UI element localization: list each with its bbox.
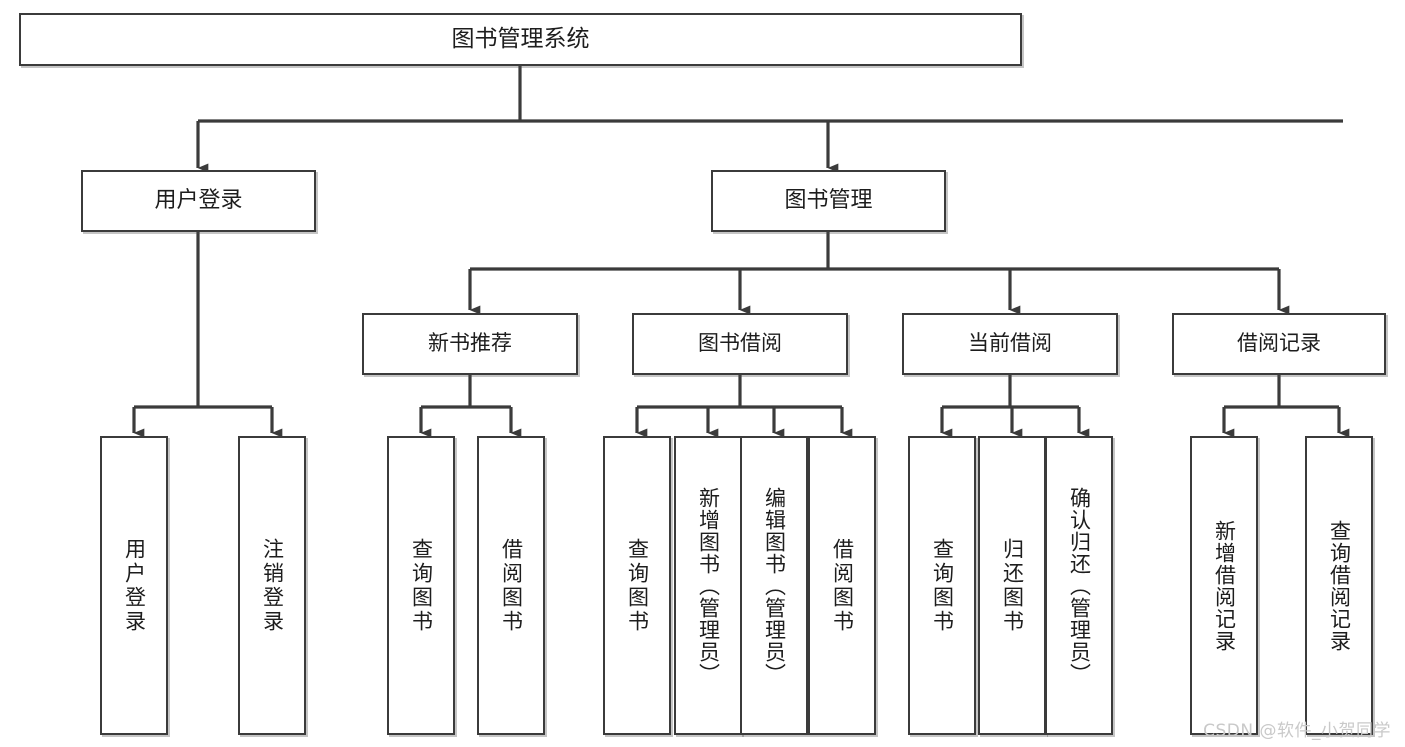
node-label: 查询图书 [930, 537, 955, 634]
leaf-node-edit-book-admin[interactable]: 编辑图书（管理员） [740, 436, 808, 735]
node-label: 当前借阅 [968, 331, 1052, 356]
leaf-node-query-books-borrow[interactable]: 查询图书 [603, 436, 671, 735]
leaf-node-add-book-admin[interactable]: 新增图书（管理员） [674, 436, 742, 735]
node-label: 借阅图书 [830, 537, 855, 634]
node-label: 查询图书 [625, 537, 650, 634]
node-label: 用户登录 [154, 187, 243, 213]
node-label: 借阅记录 [1237, 331, 1321, 356]
node-label: 新书推荐 [428, 331, 512, 356]
node-label: 归还图书 [1000, 537, 1025, 634]
node-label: 确认归还（管理员） [1067, 486, 1092, 685]
leaf-node-query-books-current[interactable]: 查询图书 [908, 436, 976, 735]
node-label: 图书管理系统 [451, 25, 590, 52]
leaf-node-logout[interactable]: 注销登录 [238, 436, 306, 735]
node-label: 注销登录 [260, 537, 285, 634]
leaf-node-query-borrow-record[interactable]: 查询借阅记录 [1305, 436, 1373, 735]
node-book-borrowing[interactable]: 图书借阅 [632, 313, 848, 375]
node-label: 图书借阅 [698, 331, 782, 356]
node-label: 用户登录 [122, 537, 147, 634]
leaf-node-borrow-books[interactable]: 借阅图书 [808, 436, 876, 735]
watermark: CSDN @软件_小贺同学 [1203, 721, 1391, 741]
leaf-node-query-books-new[interactable]: 查询图书 [387, 436, 455, 735]
node-label: 借阅图书 [499, 537, 524, 634]
node-label: 图书管理 [784, 187, 873, 213]
node-label: 查询借阅记录 [1327, 519, 1352, 652]
node-label: 新增借阅记录 [1212, 519, 1237, 652]
node-current-borrowing[interactable]: 当前借阅 [902, 313, 1118, 375]
node-root-system[interactable]: 图书管理系统 [19, 13, 1022, 66]
leaf-node-add-borrow-record[interactable]: 新增借阅记录 [1190, 436, 1258, 735]
leaf-node-confirm-return-admin[interactable]: 确认归还（管理员） [1045, 436, 1113, 735]
leaf-node-borrow-books-new[interactable]: 借阅图书 [477, 436, 545, 735]
node-user-login[interactable]: 用户登录 [81, 170, 316, 232]
node-label: 新增图书（管理员） [696, 486, 721, 685]
node-label: 查询图书 [409, 537, 434, 634]
node-label: 编辑图书（管理员） [762, 486, 787, 685]
leaf-node-return-books[interactable]: 归还图书 [978, 436, 1046, 735]
node-book-management[interactable]: 图书管理 [711, 170, 946, 232]
node-borrowing-records[interactable]: 借阅记录 [1172, 313, 1386, 375]
leaf-node-user-login[interactable]: 用户登录 [100, 436, 168, 735]
node-new-book-recommendation[interactable]: 新书推荐 [362, 313, 578, 375]
